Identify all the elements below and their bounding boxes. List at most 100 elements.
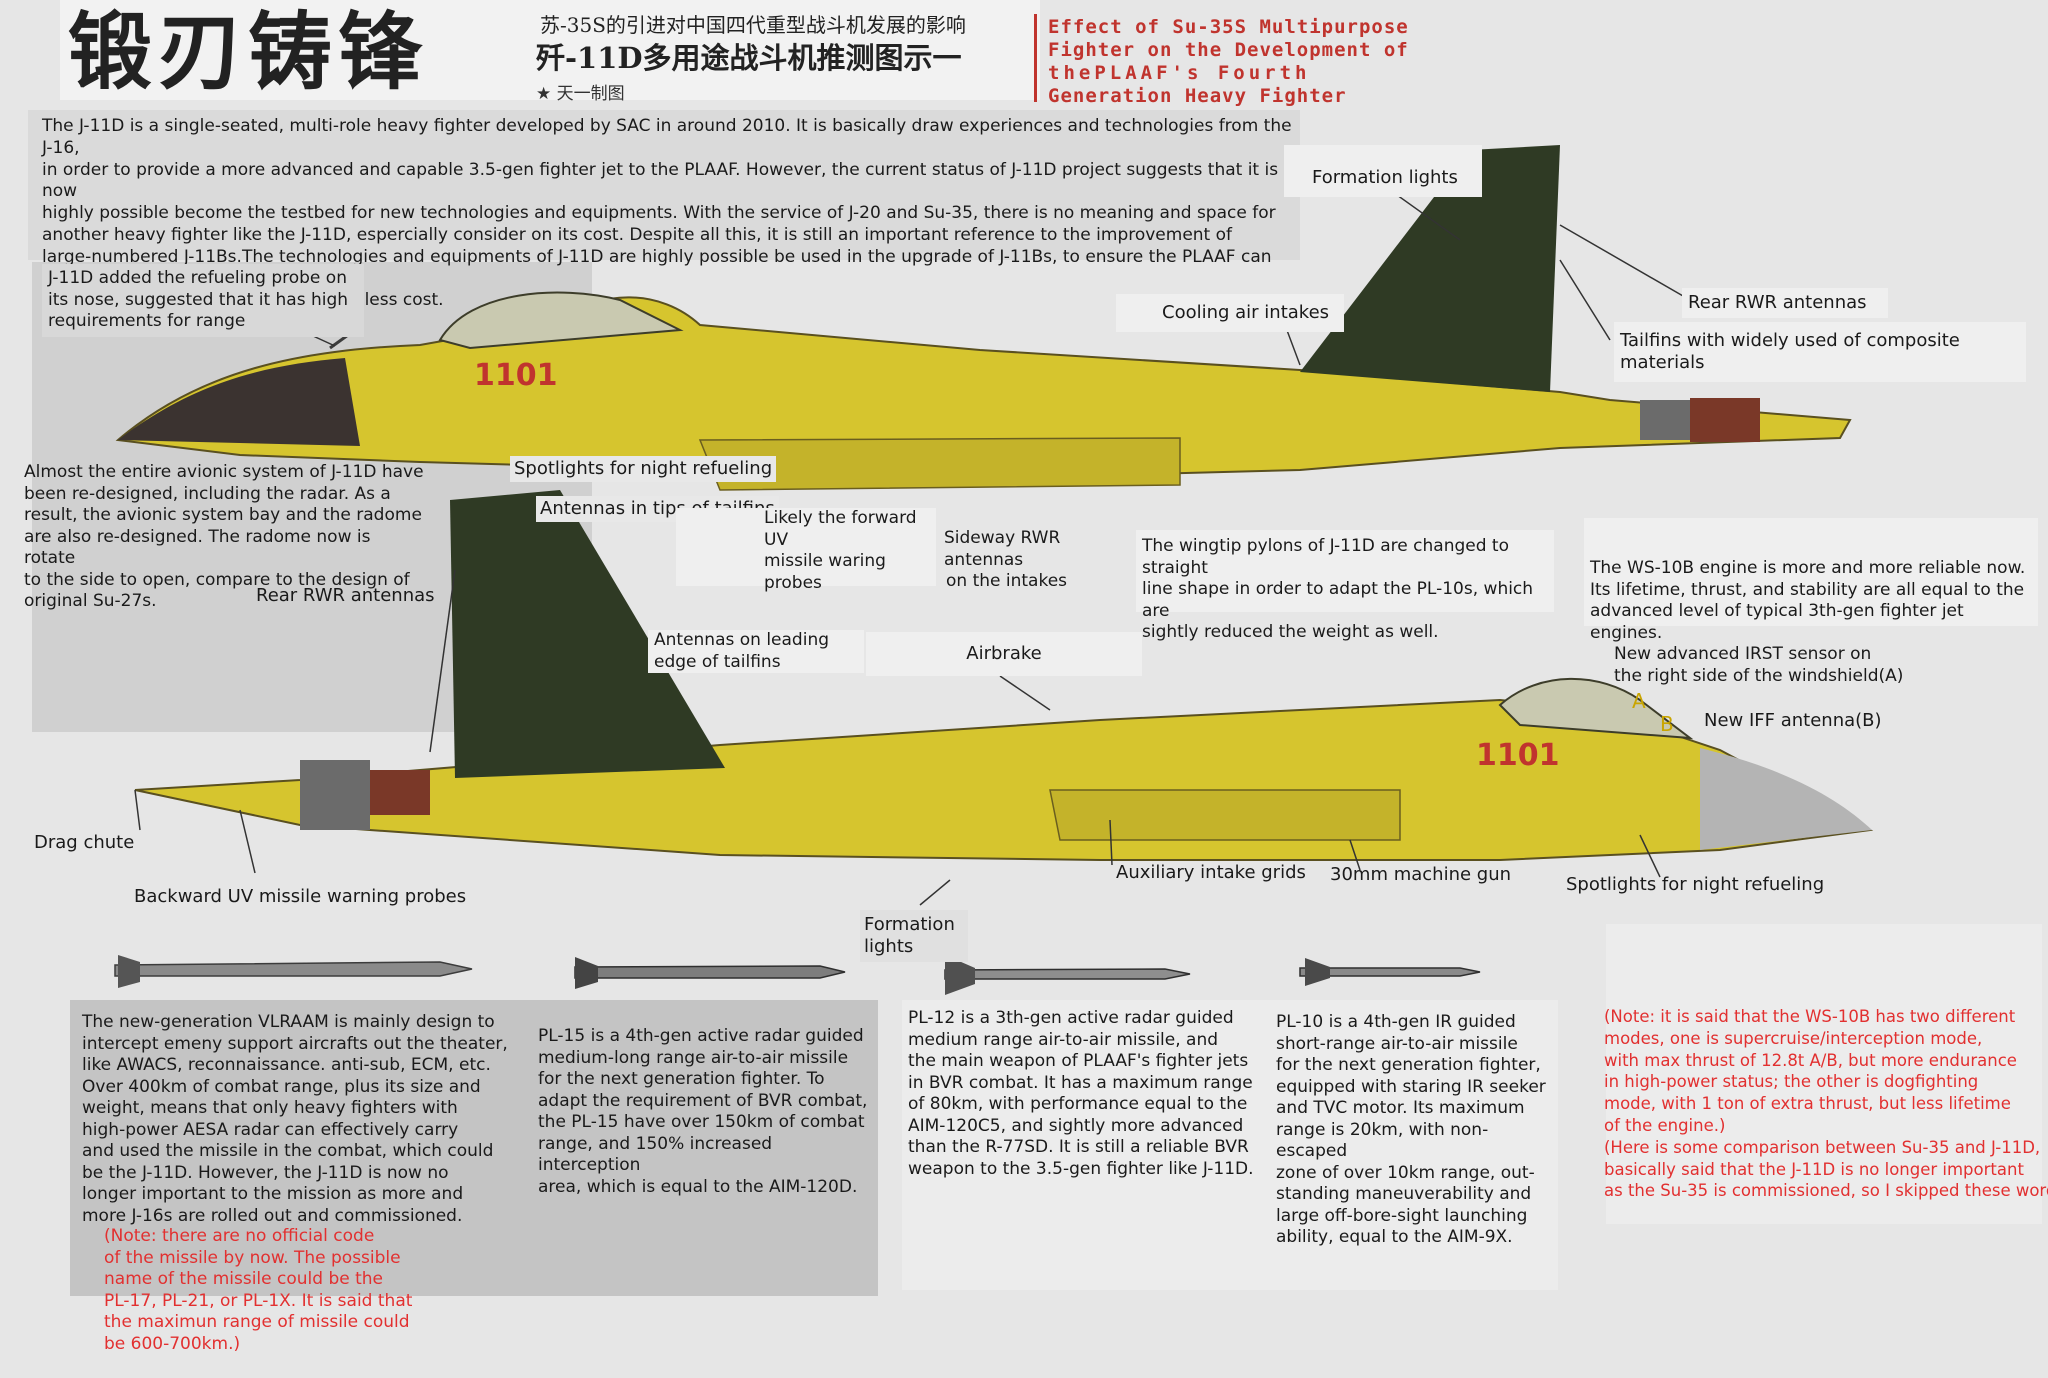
desc-vlraam-note: (Note: there are no official code of the… — [104, 1226, 444, 1355]
top-canopy — [438, 291, 684, 350]
cn-title: 锻刃铸锋 — [68, 2, 429, 101]
note-line: mode, with 1 ton of extra thrust, but le… — [1604, 1094, 2011, 1114]
header-band — [60, 0, 1040, 100]
en-title-line-3: thePLAAF's Fourth — [1048, 62, 1311, 84]
desc-line: AIM-120C5, and sightly more advanced — [908, 1115, 1244, 1136]
label-line: the right side of the windshield(A) — [1614, 665, 1904, 686]
desc-line: PL-15 is a 4th-gen active radar guided — [538, 1026, 864, 1046]
desc-line: and TVC motor. Its maximum — [1276, 1098, 1525, 1118]
desc-line: be the J-11D. However, the J-11D is now … — [82, 1162, 449, 1183]
pl10-missile — [1299, 967, 1481, 977]
leader-line — [919, 879, 951, 906]
desc-line: PL-12 is a 3th-gen active radar guided — [908, 1008, 1234, 1028]
bottom-canopy — [1498, 677, 1694, 740]
desc-pl12: PL-12 is a 3th-gen active radar guided m… — [908, 1008, 1268, 1180]
desc-line: range is 20km, with non-escaped — [1276, 1119, 1489, 1162]
label-rear-rwr-bottom: Rear RWR antennas — [256, 585, 435, 606]
desc-line: longer important to the mission as more … — [82, 1184, 464, 1204]
header-divider — [1034, 14, 1037, 102]
label-forward-uv: Likely the forward UV missile waring pro… — [676, 508, 936, 593]
label-line: requirements for range — [48, 311, 246, 331]
j11d-side-view-bottom: 1101 — [134, 490, 1874, 861]
label-line: on the intakes — [946, 571, 1068, 591]
top-gun-marks — [1690, 398, 1760, 442]
label-formation-lights-top: Formation lights — [1284, 145, 1482, 197]
leader-lines — [134, 189, 1691, 906]
desc-line: in BVR combat. It has a maximum range — [908, 1072, 1253, 1093]
desc-line: ability, equal to the AIM-9X. — [1276, 1227, 1513, 1247]
label-line: Its lifetime, thrust, and stability are … — [1590, 579, 2025, 600]
desc-line: for the next generation fighter. To — [538, 1069, 825, 1089]
desc-vlraam: The new-generation VLRAAM is mainly desi… — [82, 1012, 542, 1227]
note-line: (Note: it is said that the WS-10B has tw… — [1604, 1007, 2016, 1026]
label-avionics: Almost the entire avionic system of J-11… — [24, 462, 424, 613]
label-line: original Su-27s. — [24, 591, 157, 611]
desc-line: adapt the requirement of BVR combat, — [538, 1090, 868, 1111]
top-pylon-grid — [1640, 400, 1690, 440]
marker-b: B — [1660, 712, 1674, 736]
leader-line — [134, 789, 141, 831]
desc-line: intercept emeny support aircrafts out th… — [82, 1033, 508, 1054]
label-backward-uv: Backward UV missile warning probes — [134, 886, 467, 907]
desc-pl10: PL-10 is a 4th-gen IR guided short-range… — [1276, 1012, 1556, 1249]
pl12-panel — [902, 1000, 1558, 1290]
label-line: Likely the forward UV — [764, 508, 917, 550]
label-line: The WS-10B engine is more and more relia… — [1590, 558, 2026, 578]
label-spotlights-top: Spotlights for night refueling — [510, 456, 777, 482]
desc-line: weight, means that only heavy fighters w… — [82, 1098, 458, 1118]
pl15-fin — [575, 957, 598, 989]
note-line: PL-17, PL-21, or PL-1X. It is said that — [104, 1290, 413, 1311]
desc-line: PL-10 is a 4th-gen IR guided — [1276, 1012, 1516, 1032]
note-line: of the missile by now. The possible — [104, 1247, 401, 1268]
label-antennas-leading: Antennas on leading edge of tailfins — [648, 630, 864, 673]
note-line: basically said that the J-11D is no long… — [1604, 1159, 2024, 1179]
desc-line: large off-bore-sight launching — [1276, 1205, 1528, 1226]
author-credit: ★ 天一制图 — [536, 84, 625, 104]
desc-line: medium-long range air-to-air missile — [538, 1047, 849, 1068]
label-ws10b: The WS-10B engine is more and more relia… — [1584, 518, 2038, 643]
vlraam-missile — [114, 961, 473, 977]
label-iff: New IFF antenna(B) — [1704, 710, 1882, 731]
leader-line — [1639, 834, 1661, 878]
label-line: its nose, suggested that it has high — [48, 289, 349, 310]
label-rear-rwr-top: Rear RWR antennas — [1682, 288, 1888, 318]
note-line: with max thrust of 12.8t A/B, but more e… — [1604, 1050, 2017, 1070]
label-line: are also re-designed. The radome now is … — [24, 526, 371, 569]
desc-line: and used the missile in the combat, whic… — [82, 1141, 494, 1161]
note-line: modes, one is supercruise/interception m… — [1604, 1028, 1983, 1048]
pl10-fin — [1305, 958, 1330, 986]
pl15-missile — [574, 965, 846, 979]
cn-subtitle-2: 歼-11D多用途战斗机推测图示一 — [536, 41, 962, 75]
label-gun: 30mm machine gun — [1330, 864, 1512, 885]
note-line: (Note: there are no official code — [104, 1226, 375, 1246]
leader-line — [1349, 839, 1361, 871]
desc-line: of 80km, with performance equal to the — [908, 1094, 1248, 1114]
top-radome — [118, 358, 360, 446]
leader-line — [239, 809, 256, 874]
marker-a: A — [1632, 689, 1646, 713]
desc-ws10b-note: (Note: it is said that the WS-10B has tw… — [1604, 1006, 2048, 1202]
desc-pl15: PL-15 is a 4th-gen active radar guided m… — [538, 1026, 878, 1198]
label-cooling-air-intakes: Cooling air intakes — [1116, 294, 1344, 332]
leader-line — [1389, 189, 1461, 241]
top-tailfin — [1300, 145, 1560, 392]
label-drag-chute: Drag chute — [34, 832, 135, 853]
note-line: as the Su-35 is commissioned, so I skipp… — [1604, 1181, 2048, 1201]
label-line: Antennas on leading — [654, 630, 830, 650]
bottom-tailfin — [450, 490, 725, 778]
label-formation-lights-bottom: Formation lights — [860, 910, 968, 962]
label-line: J-11D added the refueling probe on — [48, 268, 347, 288]
label-airbrake: Airbrake — [866, 632, 1142, 676]
label-line: edge of tailfins — [654, 651, 781, 672]
desc-line: Over 400km of combat range, plus its siz… — [82, 1076, 481, 1097]
desc-line: more J-16s are rolled out and commission… — [82, 1205, 463, 1226]
label-refuel-probe: J-11D added the refueling probe on its n… — [42, 264, 364, 337]
leader-line — [1559, 224, 1691, 301]
label-line: Almost the entire avionic system of J-11… — [24, 462, 424, 482]
desc-line: standing maneuverability and — [1276, 1184, 1532, 1204]
desc-line: The new-generation VLRAAM is mainly desi… — [82, 1012, 495, 1032]
note-line: in high-power status; the other is dogfi… — [1604, 1072, 1979, 1092]
desc-line: the PL-15 have over 150km of combat — [538, 1112, 865, 1132]
desc-line: the main weapon of PLAAF's fighter jets — [908, 1051, 1249, 1071]
